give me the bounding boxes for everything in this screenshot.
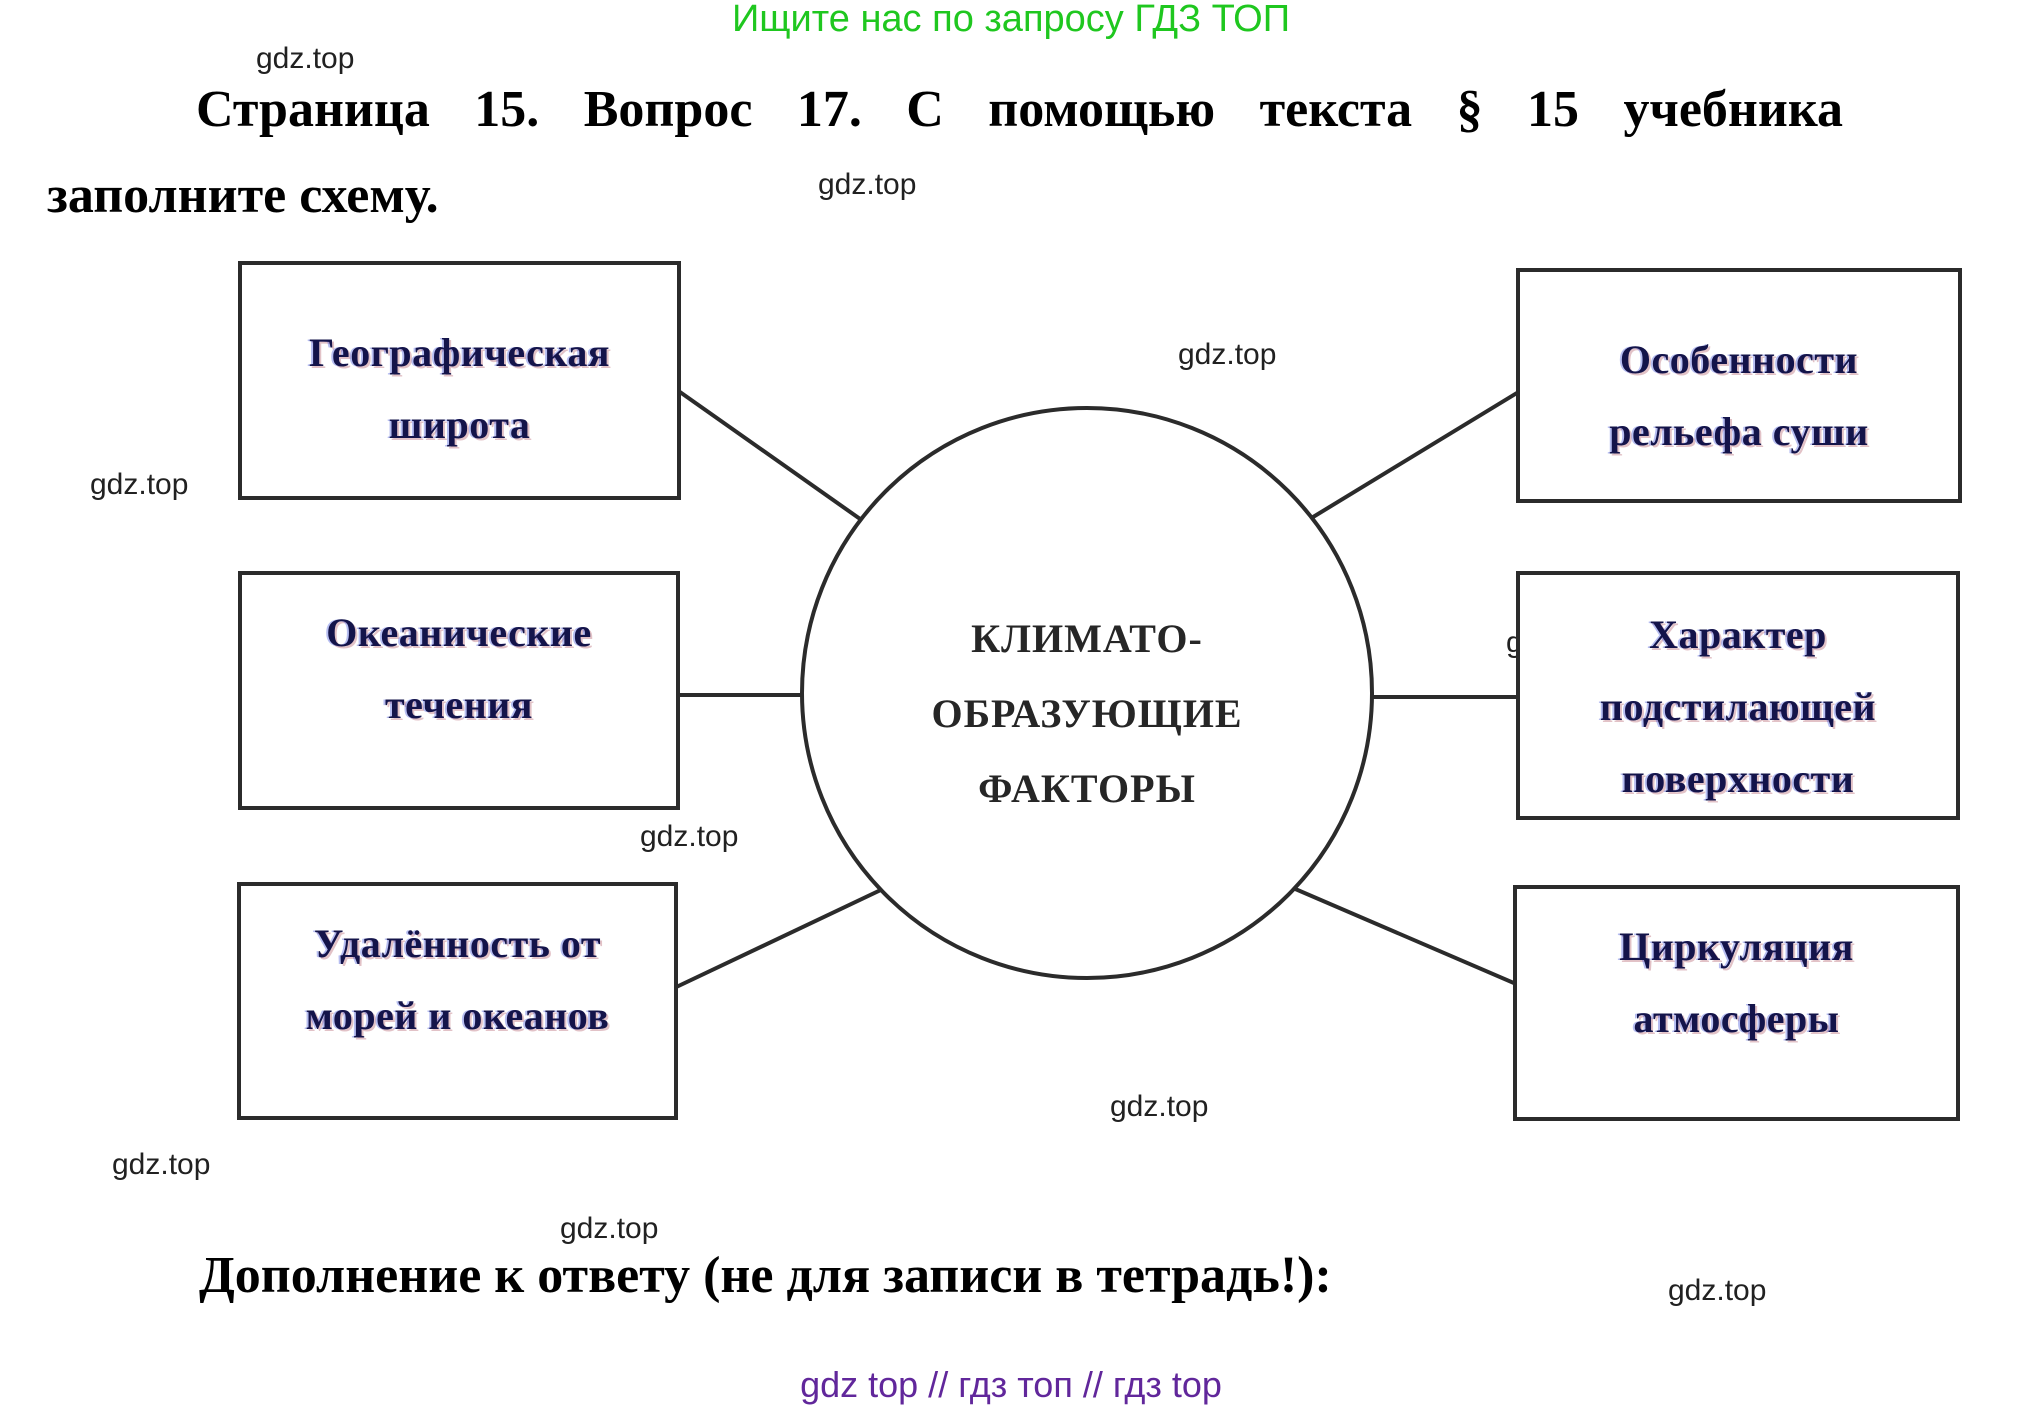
factor-box-text: течения bbox=[385, 682, 533, 727]
factor-box-underlying-surface: Характер подстилающей поверхности bbox=[1516, 571, 1960, 820]
gdz-watermark: gdz.top bbox=[818, 168, 917, 201]
answer-supplement-note: Дополнение к ответу (не для записи в тет… bbox=[199, 1247, 1332, 1304]
factor-box-text: Географическая bbox=[309, 330, 610, 375]
connector-line-top-left bbox=[668, 383, 882, 535]
factor-box-text: подстилающей bbox=[1599, 684, 1877, 729]
connector-line-top-right bbox=[1293, 383, 1532, 530]
factor-box-text: Циркуляция bbox=[1619, 924, 1854, 969]
factor-box-text: рельефа суши bbox=[1609, 409, 1869, 454]
center-circle-text: ОБРАЗУЮЩИЕ bbox=[931, 690, 1243, 736]
center-circle-climate-factors: КЛИМАТО- ОБРАЗУЮЩИЕ ФАКТОРЫ bbox=[800, 406, 1374, 980]
factor-box-text: Характер bbox=[1649, 612, 1827, 657]
connector-line-bottom-right bbox=[1292, 886, 1531, 992]
connector-line-bottom-left bbox=[669, 886, 886, 992]
gdz-watermark: gdz.top bbox=[90, 468, 189, 501]
gdz-watermark: gdz.top bbox=[1668, 1274, 1767, 1307]
factor-box-distance-from-seas: Удалённость от морей и океанов bbox=[237, 882, 678, 1120]
gdz-footer-links[interactable]: gdz top // гдз топ // гдз top bbox=[800, 1364, 1222, 1405]
gdz-watermark: gdz.top bbox=[256, 42, 355, 75]
factor-box-atmospheric-circulation: Циркуляция атмосферы bbox=[1513, 885, 1960, 1121]
promo-banner: Ищите нас по запросу ГДЗ ТОП bbox=[731, 0, 1291, 40]
factor-box-text: морей и океанов bbox=[305, 993, 610, 1038]
factor-box-land-relief: Особенности рельефа суши bbox=[1516, 268, 1962, 503]
factor-box-geographic-latitude: Географическая широта bbox=[238, 261, 681, 500]
factor-box-text: широта bbox=[388, 402, 531, 447]
gdz-watermark: gdz.top bbox=[1178, 338, 1277, 371]
center-circle-text: ФАКТОРЫ bbox=[978, 765, 1196, 811]
factor-box-text: Особенности bbox=[1619, 337, 1859, 382]
factor-box-ocean-currents: Океанические течения bbox=[238, 571, 680, 810]
gdz-watermark: gdz.top bbox=[112, 1148, 211, 1181]
gdz-watermark: gdz.top bbox=[1110, 1090, 1209, 1123]
factor-box-text: Удалённость от bbox=[313, 921, 602, 966]
factor-box-text: поверхности bbox=[1621, 756, 1855, 801]
factor-box-text: атмосферы bbox=[1633, 996, 1840, 1041]
factor-box-text: Океанические bbox=[326, 610, 592, 655]
center-circle-text: КЛИМАТО- bbox=[971, 615, 1203, 661]
gdz-watermark: gdz.top bbox=[640, 820, 739, 853]
gdz-watermark: gdz.top bbox=[560, 1212, 659, 1245]
page-title-line2: заполните схему. bbox=[47, 167, 439, 224]
page-title-line1: Страница 15. Вопрос 17. С помощью текста… bbox=[196, 81, 1843, 138]
